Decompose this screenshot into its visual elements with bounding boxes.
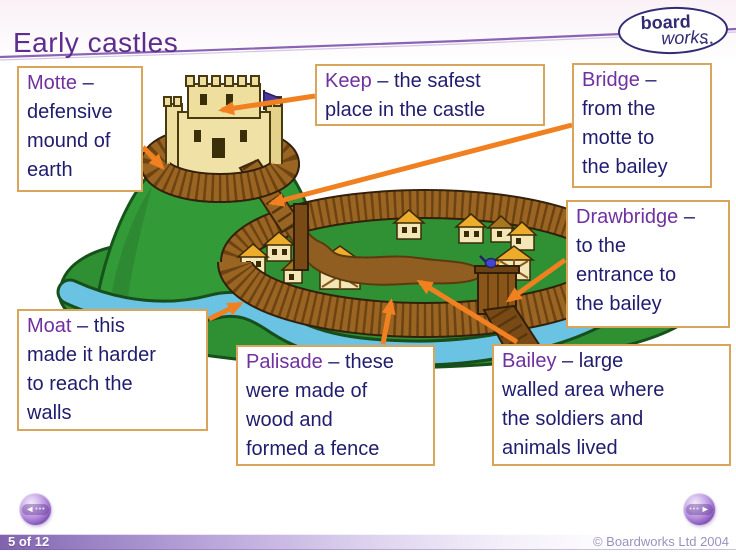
page-indicator: 5 of 12 (8, 534, 50, 549)
arrow-palisade (380, 298, 396, 345)
arrow-drawbridge (505, 257, 567, 303)
prev-dots-icon: ••• (35, 506, 46, 513)
callout-bridge-text: – from the motte to the bailey (582, 69, 668, 178)
copyright-text: © Boardworks Ltd 2004 (592, 534, 729, 549)
callout-drawbridge: Drawbridge – to the entrance to the bail… (566, 200, 730, 328)
callout-motte-term: Motte (27, 72, 78, 94)
callout-bailey-text: – large walled area where the soldiers a… (502, 350, 665, 459)
next-slide-button[interactable]: •••► (684, 494, 715, 525)
hut (261, 231, 297, 262)
hut (391, 209, 427, 240)
gate-post (293, 203, 309, 271)
callout-moat: Moat – this made it harder to reach the … (17, 309, 208, 431)
callout-moat-text: – this made it harder to reach the walls (27, 315, 156, 424)
prev-button-glyphs: ◄••• (22, 504, 49, 515)
callout-motte-text: – defensive mound of earth (27, 72, 113, 181)
prev-slide-button[interactable]: ◄••• (20, 494, 51, 525)
arrow-bailey (416, 279, 519, 345)
callout-keep-text: – the safest place in the castle (325, 70, 486, 121)
callout-motte: Motte – defensive mound of earth (17, 66, 143, 192)
callout-drawbridge-term: Drawbridge (576, 206, 679, 228)
keep-palisade-front (140, 160, 300, 203)
hut (506, 220, 538, 251)
callout-palisade: Palisade – these were made of wood and f… (236, 345, 435, 466)
next-arrow-icon: ► (700, 504, 710, 514)
bird-icon (479, 255, 501, 269)
logo-dots-icon: ••• (700, 37, 715, 49)
drawbridge (474, 265, 542, 356)
next-button-glyphs: •••► (686, 504, 713, 515)
page-title: Early castles (13, 26, 179, 58)
hut (453, 213, 489, 244)
callout-keep-term: Keep (325, 70, 372, 92)
arrow-moat (207, 301, 244, 322)
callout-drawbridge-text: – to the entrance to the bailey (576, 206, 695, 315)
callout-palisade-text: – these were made of wood and formed a f… (246, 351, 394, 460)
arrow-motte (141, 145, 165, 170)
callout-bailey-term: Bailey (502, 350, 557, 372)
callout-bridge-term: Bridge (582, 69, 640, 91)
callout-bridge: Bridge – from the motte to the bailey (572, 63, 712, 188)
callout-moat-term: Moat (27, 315, 72, 337)
callout-keep: Keep – the safest place in the castle (315, 64, 545, 126)
header-background (0, 0, 736, 62)
arrow-keep (218, 93, 316, 116)
callout-palisade-term: Palisade (246, 351, 323, 373)
arrow-bridge (268, 122, 573, 207)
keep-tower (163, 75, 285, 181)
next-dots-icon: ••• (689, 506, 700, 513)
callout-bailey: Bailey – large walled area where the sol… (492, 344, 731, 466)
footer-bar: 5 of 12 © Boardworks Ltd 2004 (0, 534, 736, 550)
callout-arrows (141, 93, 573, 345)
prev-arrow-icon: ◄ (25, 504, 35, 514)
